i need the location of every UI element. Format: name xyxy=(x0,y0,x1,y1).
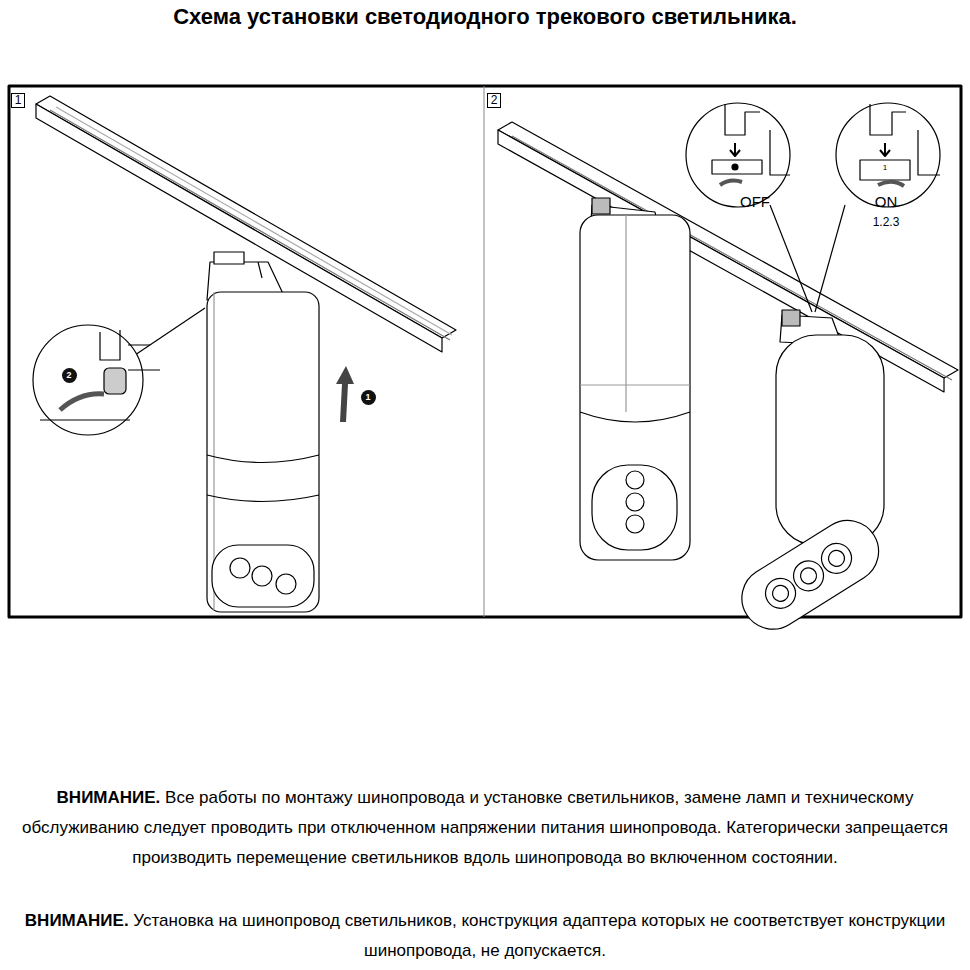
warning-heading: ВНИМАНИЕ. xyxy=(25,911,129,930)
zoom-circle xyxy=(686,103,790,207)
zoom-circle xyxy=(33,325,160,435)
leader-line xyxy=(770,205,812,312)
mode-text: 1.2.3 xyxy=(873,215,900,229)
warning-heading: ВНИМАНИЕ. xyxy=(57,788,161,807)
number-text: 1 xyxy=(15,93,22,107)
title: Схема установки светодиодного трекового … xyxy=(0,4,970,30)
panel-number: 2 xyxy=(487,93,501,108)
number-text: 1 xyxy=(365,392,370,402)
warning-paragraph: ВНИМАНИЕ. Все работы по монтажу шинопров… xyxy=(15,783,955,873)
direction-arrow xyxy=(336,366,354,422)
track-lamp xyxy=(207,252,319,612)
track-rail xyxy=(498,122,958,392)
panel-number: 1 xyxy=(11,93,25,108)
leader-line xyxy=(135,308,205,355)
callout-number: 2 xyxy=(62,368,77,383)
track-lamp xyxy=(580,198,690,560)
warning-paragraph: ВНИМАНИЕ. Установка на шинопровод светил… xyxy=(15,906,955,966)
switch-state: OFF xyxy=(740,193,770,210)
warning-text: Все работы по монтажу шинопровода и уста… xyxy=(22,788,948,867)
space xyxy=(160,788,165,807)
warning-text: Установка на шинопровод светильников, ко… xyxy=(133,911,945,960)
switch-state: ON xyxy=(875,193,898,210)
track-lamp xyxy=(730,310,890,641)
zoom-circle xyxy=(836,103,940,207)
callout-number: 1 xyxy=(361,390,376,405)
divider xyxy=(484,86,485,617)
number-text: 2 xyxy=(491,93,498,107)
space xyxy=(129,911,134,930)
switch-mark: 1 xyxy=(883,163,887,172)
number-text: 2 xyxy=(66,370,71,380)
leader-line xyxy=(815,205,845,312)
